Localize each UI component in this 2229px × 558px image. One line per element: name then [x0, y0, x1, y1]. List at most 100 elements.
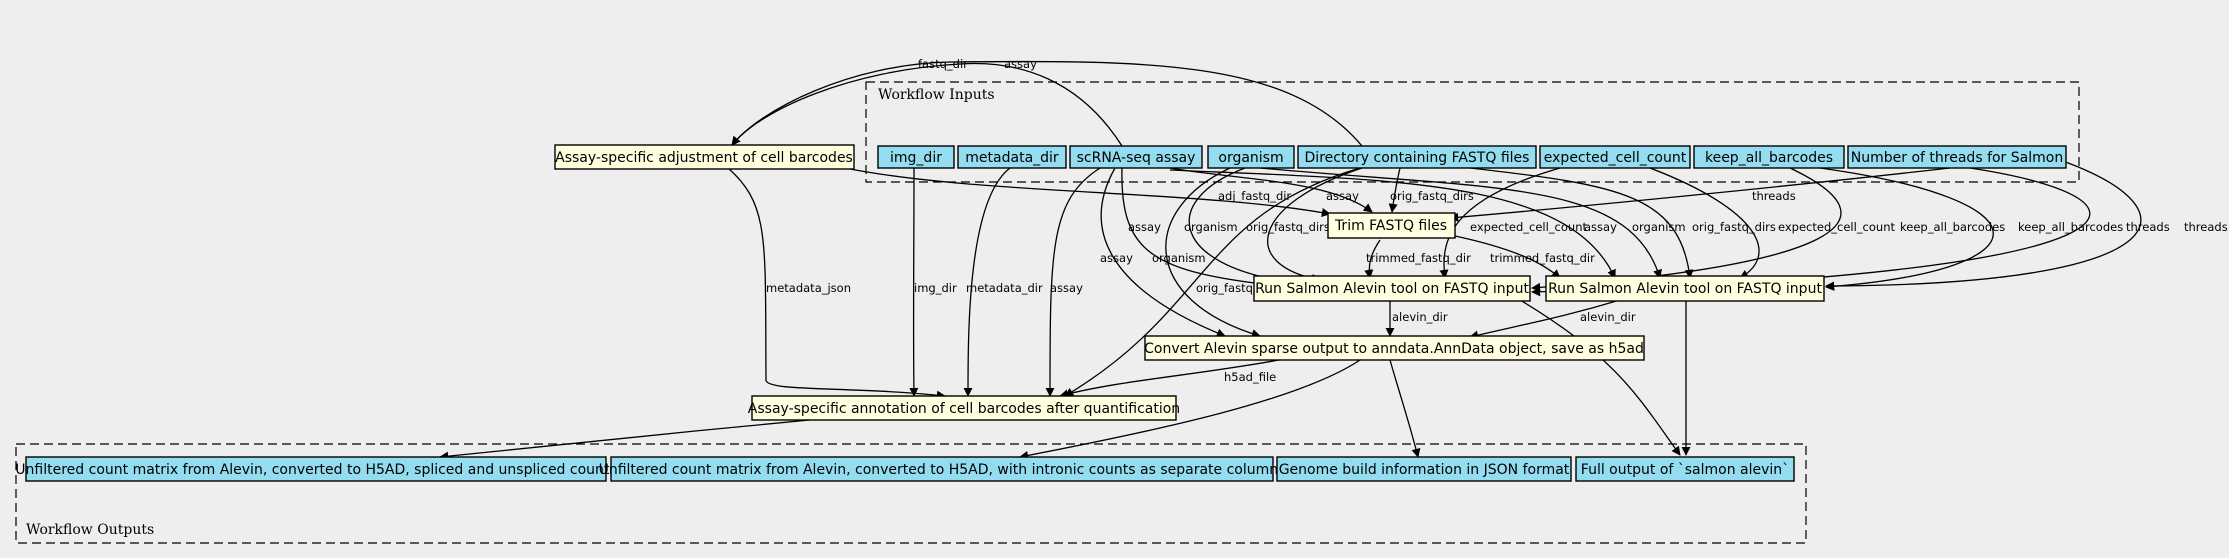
edge-metadata-dir-to-annotate: [963, 167, 1011, 397]
edge-adjust-to-trim: [844, 167, 1331, 217]
label-expected-count-salmon-a: expected_cell_count: [1470, 220, 1587, 234]
edge-orig-fastq-to-salmon-b: [1469, 167, 1694, 279]
edge-orig-fastq-to-salmon-a: [1267, 167, 1363, 283]
edge-trim-to-salmon-a: [1364, 239, 1381, 279]
edge-expected-count-to-salmon-b: [1649, 167, 1760, 279]
edge-convert-to-annotate: [1059, 357, 1291, 399]
edge-threads-to-salmon-b: [1825, 159, 2142, 291]
label-assay-convert: assay: [1100, 251, 1133, 265]
edge-convert-to-genome-build: [1389, 359, 1421, 458]
step-convert-h5ad[interactable]: Convert Alevin sparse output to anndata.…: [1144, 335, 1645, 361]
output-salmon-full-label: Full output of `salmon alevin`: [1581, 462, 1789, 478]
edge-threads-to-trim: [1449, 167, 1951, 222]
label-fastq-dir: fastq_dir: [918, 57, 968, 71]
input-keep-all-barcodes[interactable]: keep_all_barcodes: [1693, 145, 1845, 169]
input-scrna-assay[interactable]: scRNA-seq assay: [1069, 145, 1203, 169]
input-expected-cell-count-label: expected_cell_count: [1544, 150, 1687, 166]
label-metadata-json: metadata_json: [766, 281, 851, 295]
label-h5ad-file: h5ad_file: [1224, 370, 1276, 384]
input-expected-cell-count[interactable]: expected_cell_count: [1539, 145, 1691, 169]
input-img-dir-label: img_dir: [890, 150, 942, 166]
edge-organism-to-salmon-b: [1259, 167, 1662, 279]
label-keep-all-salmon-a: keep_all_barcodes: [1900, 220, 2005, 234]
edge-salmon-b-to-convert: [1469, 299, 1621, 340]
label-assay-salmon-b: assay: [1584, 220, 1617, 234]
step-adjust-barcodes[interactable]: Assay-specific adjustment of cell barcod…: [554, 144, 855, 170]
edge-annotate-to-spliced-output: [439, 417, 831, 461]
workflow-outputs-cluster: Workflow Outputs: [15, 443, 1807, 544]
input-metadata-dir-label: metadata_dir: [965, 150, 1059, 166]
edge-assay-to-annotate: [1045, 167, 1101, 397]
edge-organism-to-salmon-a: [1188, 167, 1291, 286]
edge-keep-all-to-salmon-b: [1819, 167, 1994, 291]
workflow-inputs-cluster: Workflow Inputs: [865, 81, 2080, 183]
edge-assay-to-convert: [1100, 167, 1226, 338]
edge-trim-to-salmon-b: [1454, 235, 1561, 279]
edge-assay-to-salmon-a: [1121, 167, 1263, 288]
output-h5ad-spliced-label: Unfiltered count matrix from Alevin, con…: [15, 462, 616, 478]
input-organism-label: organism: [1218, 150, 1283, 166]
step-trim-fastq[interactable]: Trim FASTQ files: [1327, 212, 1456, 239]
output-h5ad-intronic-label: Unfiltered count matrix from Alevin, con…: [599, 462, 1286, 478]
step-salmon-alevin-b-label: Run Salmon Alevin tool on FASTQ input: [1548, 281, 1822, 297]
input-threads[interactable]: Number of threads for Salmon: [1847, 145, 2067, 169]
label-alevin-dir-b: alevin_dir: [1580, 310, 1636, 324]
label-metadata-dir: metadata_dir: [966, 281, 1043, 295]
input-scrna-assay-label: scRNA-seq assay: [1077, 150, 1196, 166]
edge-assay-to-adjust: [731, 62, 1123, 147]
label-img-dir: img_dir: [914, 281, 957, 295]
input-img-dir[interactable]: img_dir: [877, 145, 955, 169]
label-expected-count-salmon-b: expected_cell_count: [1778, 220, 1895, 234]
step-salmon-alevin-a-label: Run Salmon Alevin tool on FASTQ input: [1255, 281, 1529, 297]
input-metadata-dir[interactable]: metadata_dir: [957, 145, 1067, 169]
step-salmon-alevin-a[interactable]: Run Salmon Alevin tool on FASTQ input: [1253, 275, 1531, 302]
label-orig-fastq-dirs-trim: orig_fastq_dirs: [1390, 189, 1474, 203]
edge-fastq-to-trim: [1388, 167, 1401, 213]
label-organism-salmon-a: organism: [1184, 220, 1238, 234]
label-threads-salmon-a: threads: [2126, 220, 2170, 234]
step-annotate-barcodes-label: Assay-specific annotation of cell barcod…: [748, 401, 1180, 417]
workflow-inputs-label: Workflow Inputs: [878, 87, 995, 103]
input-fastq-dir-label: Directory containing FASTQ files: [1305, 150, 1530, 166]
edge-fastq-dir-to-adjust: [731, 60, 1363, 147]
edge-adjust-metadata-json-to-annotate: [727, 167, 946, 400]
workflow-outputs-label: Workflow Outputs: [26, 522, 154, 538]
edge-salmon-a-to-full-output: [1519, 299, 1681, 456]
label-organism-salmon-b: organism: [1632, 220, 1686, 234]
label-orig-fastq-dirs-salmon-b: orig_fastq_dirs: [1692, 220, 1776, 234]
label-trimmed-fastq-dir-b: trimmed_fastq_dir: [1490, 251, 1595, 265]
input-threads-label: Number of threads for Salmon: [1851, 150, 2063, 166]
output-h5ad-intronic[interactable]: Unfiltered count matrix from Alevin, con…: [599, 456, 1286, 482]
output-genome-build[interactable]: Genome build information in JSON format: [1276, 456, 1572, 482]
edge-orig-fastq-to-annotate: [1064, 167, 1361, 397]
label-alevin-dir-a: alevin_dir: [1392, 310, 1448, 324]
label-organism-convert: organism: [1152, 251, 1206, 265]
label-assay-annotate: assay: [1050, 281, 1083, 295]
label-keep-all-salmon-b: keep_all_barcodes: [2018, 220, 2123, 234]
step-convert-h5ad-label: Convert Alevin sparse output to anndata.…: [1144, 341, 1644, 357]
edge-convert-to-intronic-output: [1019, 359, 1361, 460]
step-annotate-barcodes[interactable]: Assay-specific annotation of cell barcod…: [748, 395, 1180, 421]
edge-assay-to-trim: [1169, 167, 1373, 213]
label-assay-salmon-a: assay: [1128, 220, 1161, 234]
label-threads-trim: threads: [1752, 189, 1796, 203]
label-adj-fastq-dir: adj_fastq_dir: [1218, 189, 1291, 203]
label-trimmed-fastq-dir-a: trimmed_fastq_dir: [1366, 251, 1471, 265]
label-assay-top: assay: [1004, 57, 1037, 71]
output-h5ad-spliced[interactable]: Unfiltered count matrix from Alevin, con…: [15, 456, 617, 482]
input-organism[interactable]: organism: [1207, 145, 1295, 169]
edge-assay-to-salmon-b: [1169, 169, 1616, 279]
label-orig-fastq-dirs-salmon-a: orig_fastq_dirs: [1246, 220, 1330, 234]
step-trim-fastq-label: Trim FASTQ files: [1334, 218, 1447, 234]
step-adjust-barcodes-label: Assay-specific adjustment of cell barcod…: [555, 150, 853, 166]
label-assay-trim: assay: [1326, 189, 1359, 203]
edge-expected-count-to-salmon-a: [1439, 167, 1561, 279]
step-salmon-alevin-b[interactable]: Run Salmon Alevin tool on FASTQ input: [1545, 275, 1825, 302]
input-fastq-dir[interactable]: Directory containing FASTQ files: [1297, 145, 1537, 169]
output-genome-build-label: Genome build information in JSON format: [1279, 462, 1570, 478]
input-keep-all-barcodes-label: keep_all_barcodes: [1705, 150, 1833, 166]
edge-organism-to-convert: [1165, 167, 1261, 338]
label-threads-salmon-b: threads: [2184, 220, 2228, 234]
output-salmon-full[interactable]: Full output of `salmon alevin`: [1575, 456, 1795, 482]
